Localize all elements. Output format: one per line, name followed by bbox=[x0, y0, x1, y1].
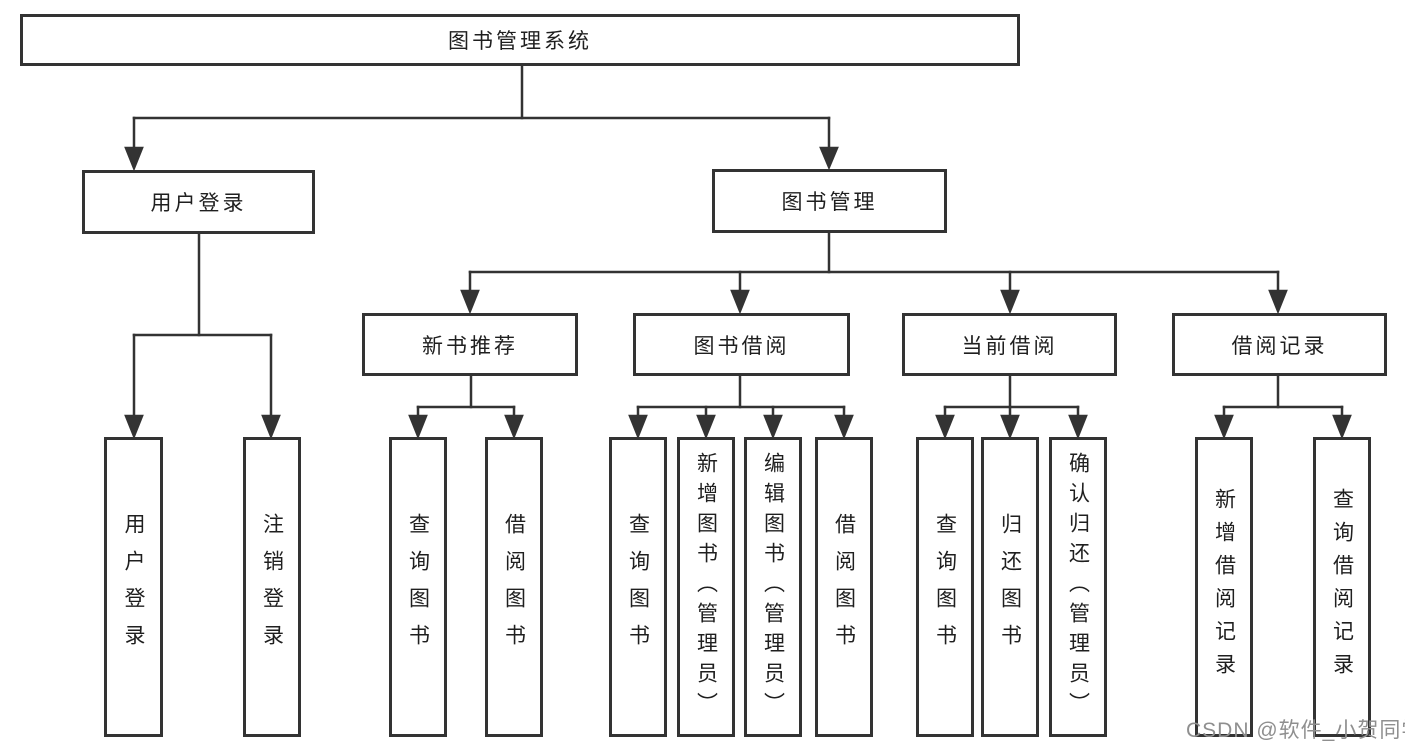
node-label: 确认归还（管理员） bbox=[1066, 452, 1090, 722]
arrow-down-icon bbox=[1000, 289, 1020, 315]
arrow-down-icon bbox=[504, 414, 524, 440]
node-label: 编辑图书（管理员） bbox=[761, 452, 785, 722]
node-label: 查询图书 bbox=[933, 513, 957, 661]
node-label: 新书推荐 bbox=[422, 334, 518, 358]
arrow-down-icon bbox=[819, 146, 839, 171]
node-book-borrow: 图书借阅 bbox=[633, 313, 850, 376]
node-leaf-borrow-book-2: 借阅图书 bbox=[815, 437, 873, 737]
connector-book-management-children bbox=[460, 231, 1288, 315]
node-label: 查询借阅记录 bbox=[1330, 488, 1354, 686]
arrow-down-icon bbox=[834, 414, 854, 440]
connector-book-borrow-children bbox=[628, 374, 854, 440]
node-label: 图书借阅 bbox=[693, 334, 790, 358]
node-label: 注销登录 bbox=[260, 513, 284, 661]
node-leaf-query-book-3: 查询图书 bbox=[916, 437, 974, 737]
node-leaf-return-book: 归还图书 bbox=[981, 437, 1039, 737]
node-leaf-user-login: 用户登录 bbox=[104, 437, 163, 737]
node-leaf-add-borrow-record: 新增借阅记录 bbox=[1195, 437, 1253, 737]
connector-user-login-children bbox=[124, 232, 281, 440]
node-book-management: 图书管理 bbox=[712, 169, 947, 233]
node-user-login: 用户登录 bbox=[82, 170, 315, 234]
node-label: 查询图书 bbox=[406, 513, 430, 661]
arrow-down-icon bbox=[1000, 414, 1020, 440]
node-borrow-record: 借阅记录 bbox=[1172, 313, 1387, 376]
arrow-down-icon bbox=[763, 414, 783, 440]
node-label: 新增借阅记录 bbox=[1212, 488, 1236, 686]
connector-new-book-recommend-children bbox=[408, 374, 524, 440]
connector-root-to-level2 bbox=[124, 64, 839, 172]
node-leaf-query-book-1: 查询图书 bbox=[389, 437, 447, 737]
node-leaf-query-book-2: 查询图书 bbox=[609, 437, 667, 737]
node-label: 借阅图书 bbox=[502, 513, 526, 661]
node-label: 图书管理 bbox=[781, 191, 878, 214]
node-current-borrow: 当前借阅 bbox=[902, 313, 1117, 376]
node-label: 归还图书 bbox=[998, 513, 1022, 661]
node-leaf-add-book-admin: 新增图书（管理员） bbox=[677, 437, 735, 737]
arrow-down-icon bbox=[408, 414, 428, 440]
arrow-down-icon bbox=[124, 414, 144, 440]
connector-current-borrow-children bbox=[935, 375, 1088, 440]
node-label: 图书管理系统 bbox=[448, 30, 592, 53]
arrow-down-icon bbox=[460, 289, 480, 315]
arrow-down-icon bbox=[124, 146, 144, 172]
node-leaf-query-borrow-record: 查询借阅记录 bbox=[1313, 437, 1371, 737]
node-label: 借阅图书 bbox=[832, 513, 856, 661]
arrow-down-icon bbox=[1068, 414, 1088, 440]
node-label: 用户登录 bbox=[122, 513, 145, 661]
connector-borrow-record-children bbox=[1214, 374, 1352, 440]
node-leaf-edit-book-admin: 编辑图书（管理员） bbox=[744, 437, 802, 737]
node-leaf-borrow-book-1: 借阅图书 bbox=[485, 437, 543, 737]
arrow-down-icon bbox=[730, 289, 750, 315]
node-new-book-recommend: 新书推荐 bbox=[362, 313, 578, 376]
arrow-down-icon bbox=[935, 414, 955, 440]
node-leaf-confirm-return-admin: 确认归还（管理员） bbox=[1049, 437, 1107, 737]
watermark: CSDN @软件_小贺同学 bbox=[1186, 719, 1405, 742]
node-label: 查询图书 bbox=[626, 513, 650, 661]
node-label: 借阅记录 bbox=[1231, 334, 1328, 358]
node-label: 用户登录 bbox=[150, 192, 247, 215]
arrow-down-icon bbox=[1214, 414, 1234, 440]
node-label: 当前借阅 bbox=[961, 334, 1058, 358]
arrow-down-icon bbox=[1332, 414, 1352, 440]
arrow-down-icon bbox=[261, 414, 281, 440]
node-label: 新增图书（管理员） bbox=[694, 452, 718, 722]
node-leaf-logout: 注销登录 bbox=[243, 437, 301, 737]
node-root-library-management-system: 图书管理系统 bbox=[20, 14, 1020, 66]
arrow-down-icon bbox=[628, 414, 648, 440]
arrow-down-icon bbox=[696, 414, 716, 440]
arrow-down-icon bbox=[1268, 289, 1288, 315]
